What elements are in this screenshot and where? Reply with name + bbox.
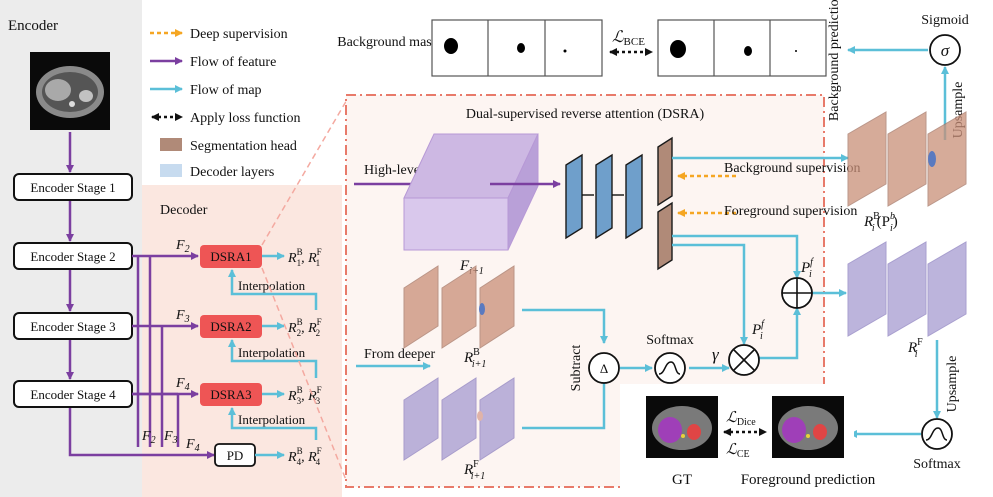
subtract-label: Subtract: [569, 345, 584, 392]
dice-loss-label: ℒDice: [726, 410, 756, 428]
interpolation-label-1: Interpolation: [238, 278, 306, 293]
from-deeper-label: From deeper: [364, 347, 435, 362]
fg-prediction-label: Foreground prediction: [741, 472, 876, 488]
encoder-stage-1: [13, 173, 133, 201]
encoder-stage-2-label: Encoder Stage 2: [30, 249, 115, 264]
encoder-stages: Encoder Stage 1 Encoder Stage 2 Encoder …: [13, 173, 133, 408]
legend-flow-map: Flow of map: [190, 83, 262, 98]
encoder-stage-1-label: Encoder Stage 1: [30, 180, 115, 195]
decoder-map-flow: [228, 252, 318, 459]
high-level-label: High-level: [364, 163, 424, 178]
bg-mask-label: Background mask: [337, 35, 438, 50]
legend-deep-supervision: Deep supervision: [190, 27, 288, 42]
softmax-label: Softmax: [646, 333, 693, 348]
encoder-title: Encoder: [8, 18, 58, 34]
dsra3-block: [200, 383, 262, 406]
dsra-map-flow: [356, 154, 849, 430]
legend-flow-feature: Flow of feature: [190, 55, 276, 70]
gt-label: GT: [672, 472, 692, 488]
feature-f3-pd: F3: [163, 429, 178, 446]
gt-image: [646, 396, 718, 458]
bce-loss-label: ℒBCE: [612, 29, 645, 48]
legend-seg-head-swatch: [160, 138, 182, 151]
fg-seg-head: [657, 201, 673, 271]
feature-f4: F4: [175, 376, 190, 393]
interpolation-label-3: Interpolation: [238, 412, 306, 427]
fg-supervision-label: Foreground supervision: [724, 204, 857, 219]
gamma-symbol: γ: [712, 345, 720, 364]
feature-labels: F2 F3 F4 F2 F3 F4: [141, 238, 200, 454]
feature-f2: F2: [175, 238, 190, 255]
feature-f2-pd: F2: [141, 429, 156, 446]
legend: Deep supervision Flow of feature Flow of…: [150, 27, 300, 180]
encoder-stage-4-label: Encoder Stage 4: [30, 387, 116, 402]
encoder-stage-3-label: Encoder Stage 3: [30, 319, 115, 334]
rf-i-stack: [847, 241, 967, 337]
dsra1-block: [200, 245, 262, 268]
legend-decoder-layers: Decoder layers: [190, 165, 274, 180]
dsra3-label: DSRA3: [210, 387, 251, 402]
rb-i-stack: [847, 111, 967, 207]
dsra-detail-title: Dual-supervised reverse attention (DSRA): [466, 107, 705, 122]
fg-prediction-image: [772, 396, 844, 458]
decoder-title: Decoder: [160, 203, 208, 218]
softmax-node: [654, 352, 686, 384]
softmax-curve-icon: [658, 361, 681, 375]
feature-cuboid: [403, 133, 539, 251]
softmax-right-label: Softmax: [913, 457, 960, 472]
zoom-lines: [261, 97, 349, 486]
rb-i1-stack: [403, 265, 515, 349]
subtract-node: [588, 352, 620, 384]
bg-mask-strip: [431, 19, 603, 77]
sigmoid-label: Sigmoid: [921, 13, 968, 28]
decoder-layer-plates: [565, 153, 643, 240]
feature-f3: F3: [175, 308, 190, 325]
interpolation-label-2: Interpolation: [238, 345, 306, 360]
legend-decoder-layers-swatch: [160, 164, 182, 177]
bg-pred-strip: [657, 19, 827, 77]
dsra2-label: DSRA2: [210, 319, 251, 334]
upsample-bottom-label: Upsample: [945, 356, 960, 413]
legend-apply-loss: Apply loss function: [190, 111, 300, 126]
rf-i1-stack: [403, 377, 515, 461]
bg-predictions-label: Background predictions: [827, 0, 842, 121]
sigmoid-node: [929, 34, 961, 66]
bg-supervision-label: Background supervision: [724, 161, 860, 176]
encoder-feature-flow: [66, 132, 215, 459]
delta-symbol: Δ: [600, 361, 608, 376]
dsra1-label: DSRA1: [210, 249, 251, 264]
feature-f4-pd: F4: [185, 437, 200, 454]
pd-label: PD: [227, 448, 244, 463]
softmax-right-icon: [925, 427, 948, 441]
sigma-symbol: σ: [941, 41, 950, 60]
ct-input-image: [30, 52, 110, 130]
ce-loss-label: ℒCE: [726, 442, 750, 460]
softmax-right-node: [921, 418, 953, 450]
dsra2-block: [200, 315, 262, 338]
bg-seg-head: [657, 136, 673, 207]
legend-seg-head: Segmentation head: [190, 139, 297, 154]
interpolation-labels: Interpolation Interpolation Interpolatio…: [238, 278, 306, 427]
